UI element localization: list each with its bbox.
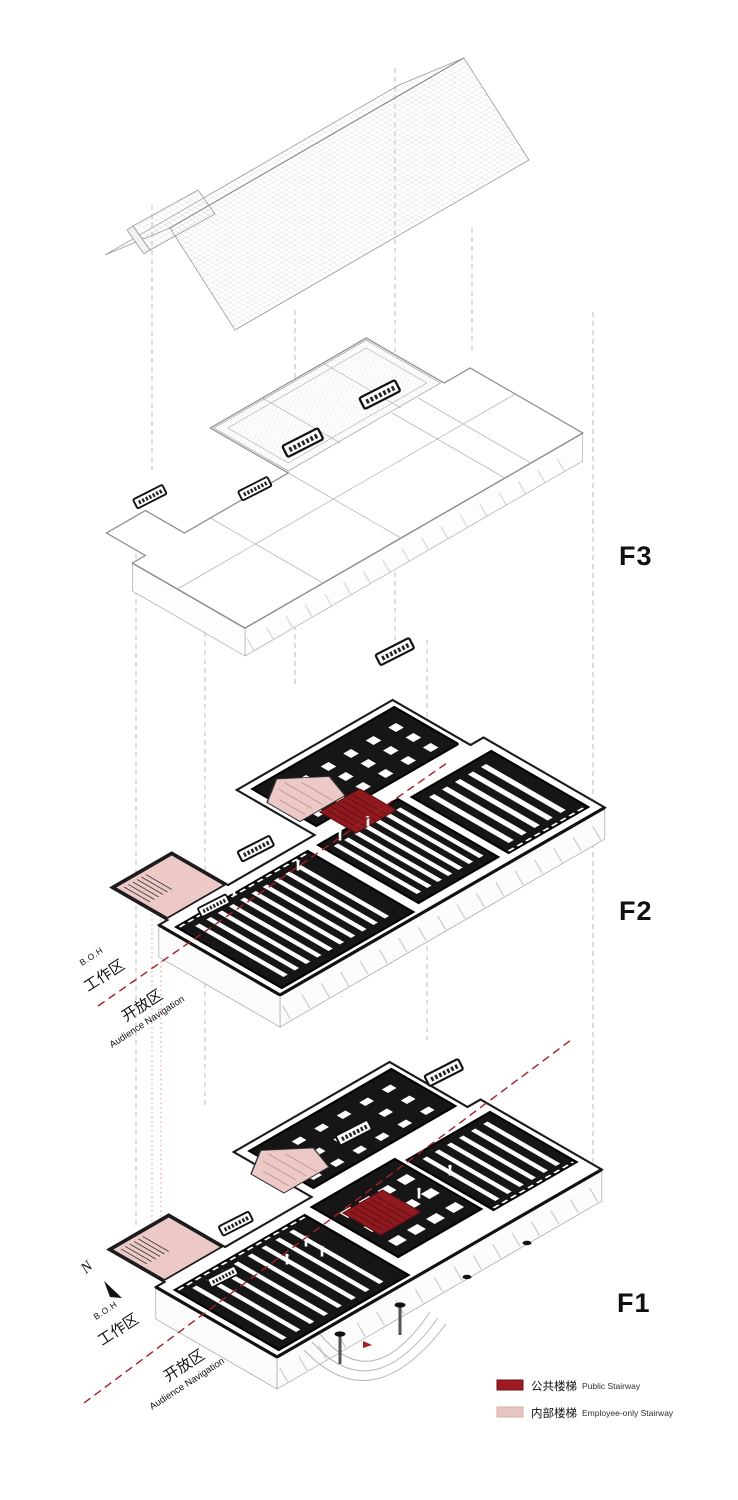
room-label-plaque	[374, 636, 416, 667]
legend-en-public: Public Stairway	[582, 1381, 641, 1391]
f2-zone-divider	[97, 762, 448, 1007]
f2-public-stair	[318, 788, 398, 834]
person-figure	[320, 1245, 324, 1257]
room-label-plaque	[217, 1210, 255, 1237]
roof-ridge	[169, 57, 465, 229]
f2-employee-stair-fan-treads	[278, 782, 334, 815]
legend-item-employee-stairway: 内部楼梯 Employee-only Stairway	[496, 1406, 674, 1420]
legend-zh-public: 公共楼梯	[531, 1379, 577, 1393]
f1-column-caps	[462, 1240, 532, 1280]
floor-label-f2: F2	[619, 896, 653, 926]
f2-hall-west	[174, 849, 416, 990]
floor-f2	[109, 636, 607, 1028]
person-figure	[458, 740, 462, 752]
f1-slab-edge-front	[276, 1168, 603, 1359]
f1-hall-west	[172, 1213, 411, 1352]
f1-slab-edge-left	[154, 1285, 278, 1359]
f2-slab-edge-front	[279, 806, 606, 997]
floor-label-f1: F1	[617, 1288, 651, 1318]
person-figure	[285, 1253, 289, 1265]
person-figure	[417, 1187, 421, 1199]
floor-f1	[106, 1057, 604, 1390]
room-label-plaque	[131, 483, 168, 510]
f1-porch-columns	[334, 1302, 406, 1364]
f3-roof-terrace	[213, 339, 442, 472]
zone-divider-lines	[83, 762, 572, 1404]
f1-zone-divider	[83, 1039, 572, 1404]
person-figure	[232, 884, 236, 896]
f3-terrace-parapet	[226, 347, 428, 464]
floor-f3	[105, 337, 584, 657]
person-figure	[296, 859, 300, 871]
legend-swatch-employee	[496, 1406, 524, 1418]
north-arrow-icon	[104, 1281, 122, 1298]
person-figure	[405, 783, 409, 795]
floor-label-f3: F3	[619, 541, 653, 571]
f2-employee-stair-fan	[266, 776, 346, 823]
room-label-plaque	[236, 834, 276, 863]
f2-slab-edge-left	[157, 923, 281, 997]
f1-entry-marker	[363, 1341, 372, 1348]
f1-employee-stair-fan	[250, 1147, 330, 1194]
person-figure	[448, 1164, 452, 1176]
legend-swatch-public	[496, 1379, 524, 1391]
f1-hall-east	[404, 1110, 579, 1212]
legend-zh-employee: 内部楼梯	[531, 1406, 577, 1420]
legend: 公共楼梯 Public Stairway 内部楼梯 Employee-only …	[496, 1379, 674, 1420]
f1-public-stair	[341, 1189, 422, 1236]
f1-employee-stair-west	[109, 1215, 224, 1281]
f1-employee-stair-fan-treads	[262, 1153, 318, 1187]
f1-boh-en-label: B.O.H	[92, 1299, 119, 1322]
f2-employee-stair-west	[112, 853, 227, 919]
roof	[104, 57, 530, 331]
f2-boh-en-label: B.O.H	[78, 945, 105, 968]
f1-entry-porch	[303, 1311, 447, 1381]
legend-item-public-stairway: 公共楼梯 Public Stairway	[496, 1379, 641, 1393]
f1-window-openings	[177, 1161, 575, 1291]
compass: N	[77, 1258, 122, 1298]
compass-n-label: N	[77, 1258, 97, 1278]
legend-en-employee: Employee-only Stairway	[582, 1408, 674, 1418]
roof-dormer-side	[126, 225, 151, 255]
room-label-plaque	[423, 1057, 465, 1088]
